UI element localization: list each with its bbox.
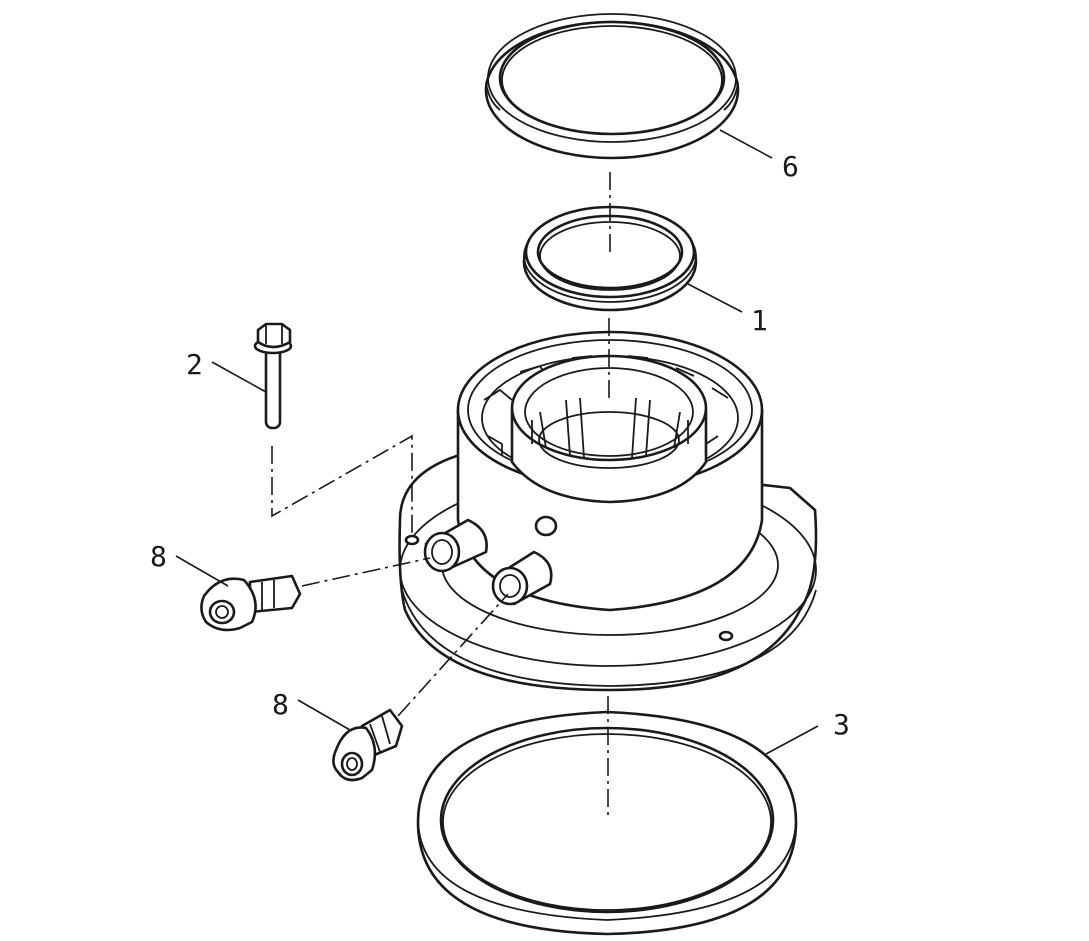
housing-port-left <box>423 518 488 573</box>
part-3-gasket <box>416 710 798 936</box>
callout-3: 3 <box>833 708 850 741</box>
callout-1: 1 <box>751 304 768 337</box>
leader-lines <box>175 129 819 755</box>
part-8-connector-lower <box>332 708 404 782</box>
part-2-bolt <box>253 322 293 430</box>
housing-port-right <box>491 550 553 606</box>
part-8-connector-upper <box>200 574 302 632</box>
callout-8-upper: 8 <box>150 540 167 573</box>
part-1-ring <box>522 205 698 312</box>
main-housing <box>398 330 818 692</box>
callouts: 6 1 2 8 8 3 <box>150 150 850 741</box>
part-6-seal-ring <box>484 13 740 160</box>
callout-8-lower: 8 <box>272 688 289 721</box>
callout-2: 2 <box>186 348 203 381</box>
assembly-axes <box>271 172 611 816</box>
callout-6: 6 <box>782 150 799 183</box>
